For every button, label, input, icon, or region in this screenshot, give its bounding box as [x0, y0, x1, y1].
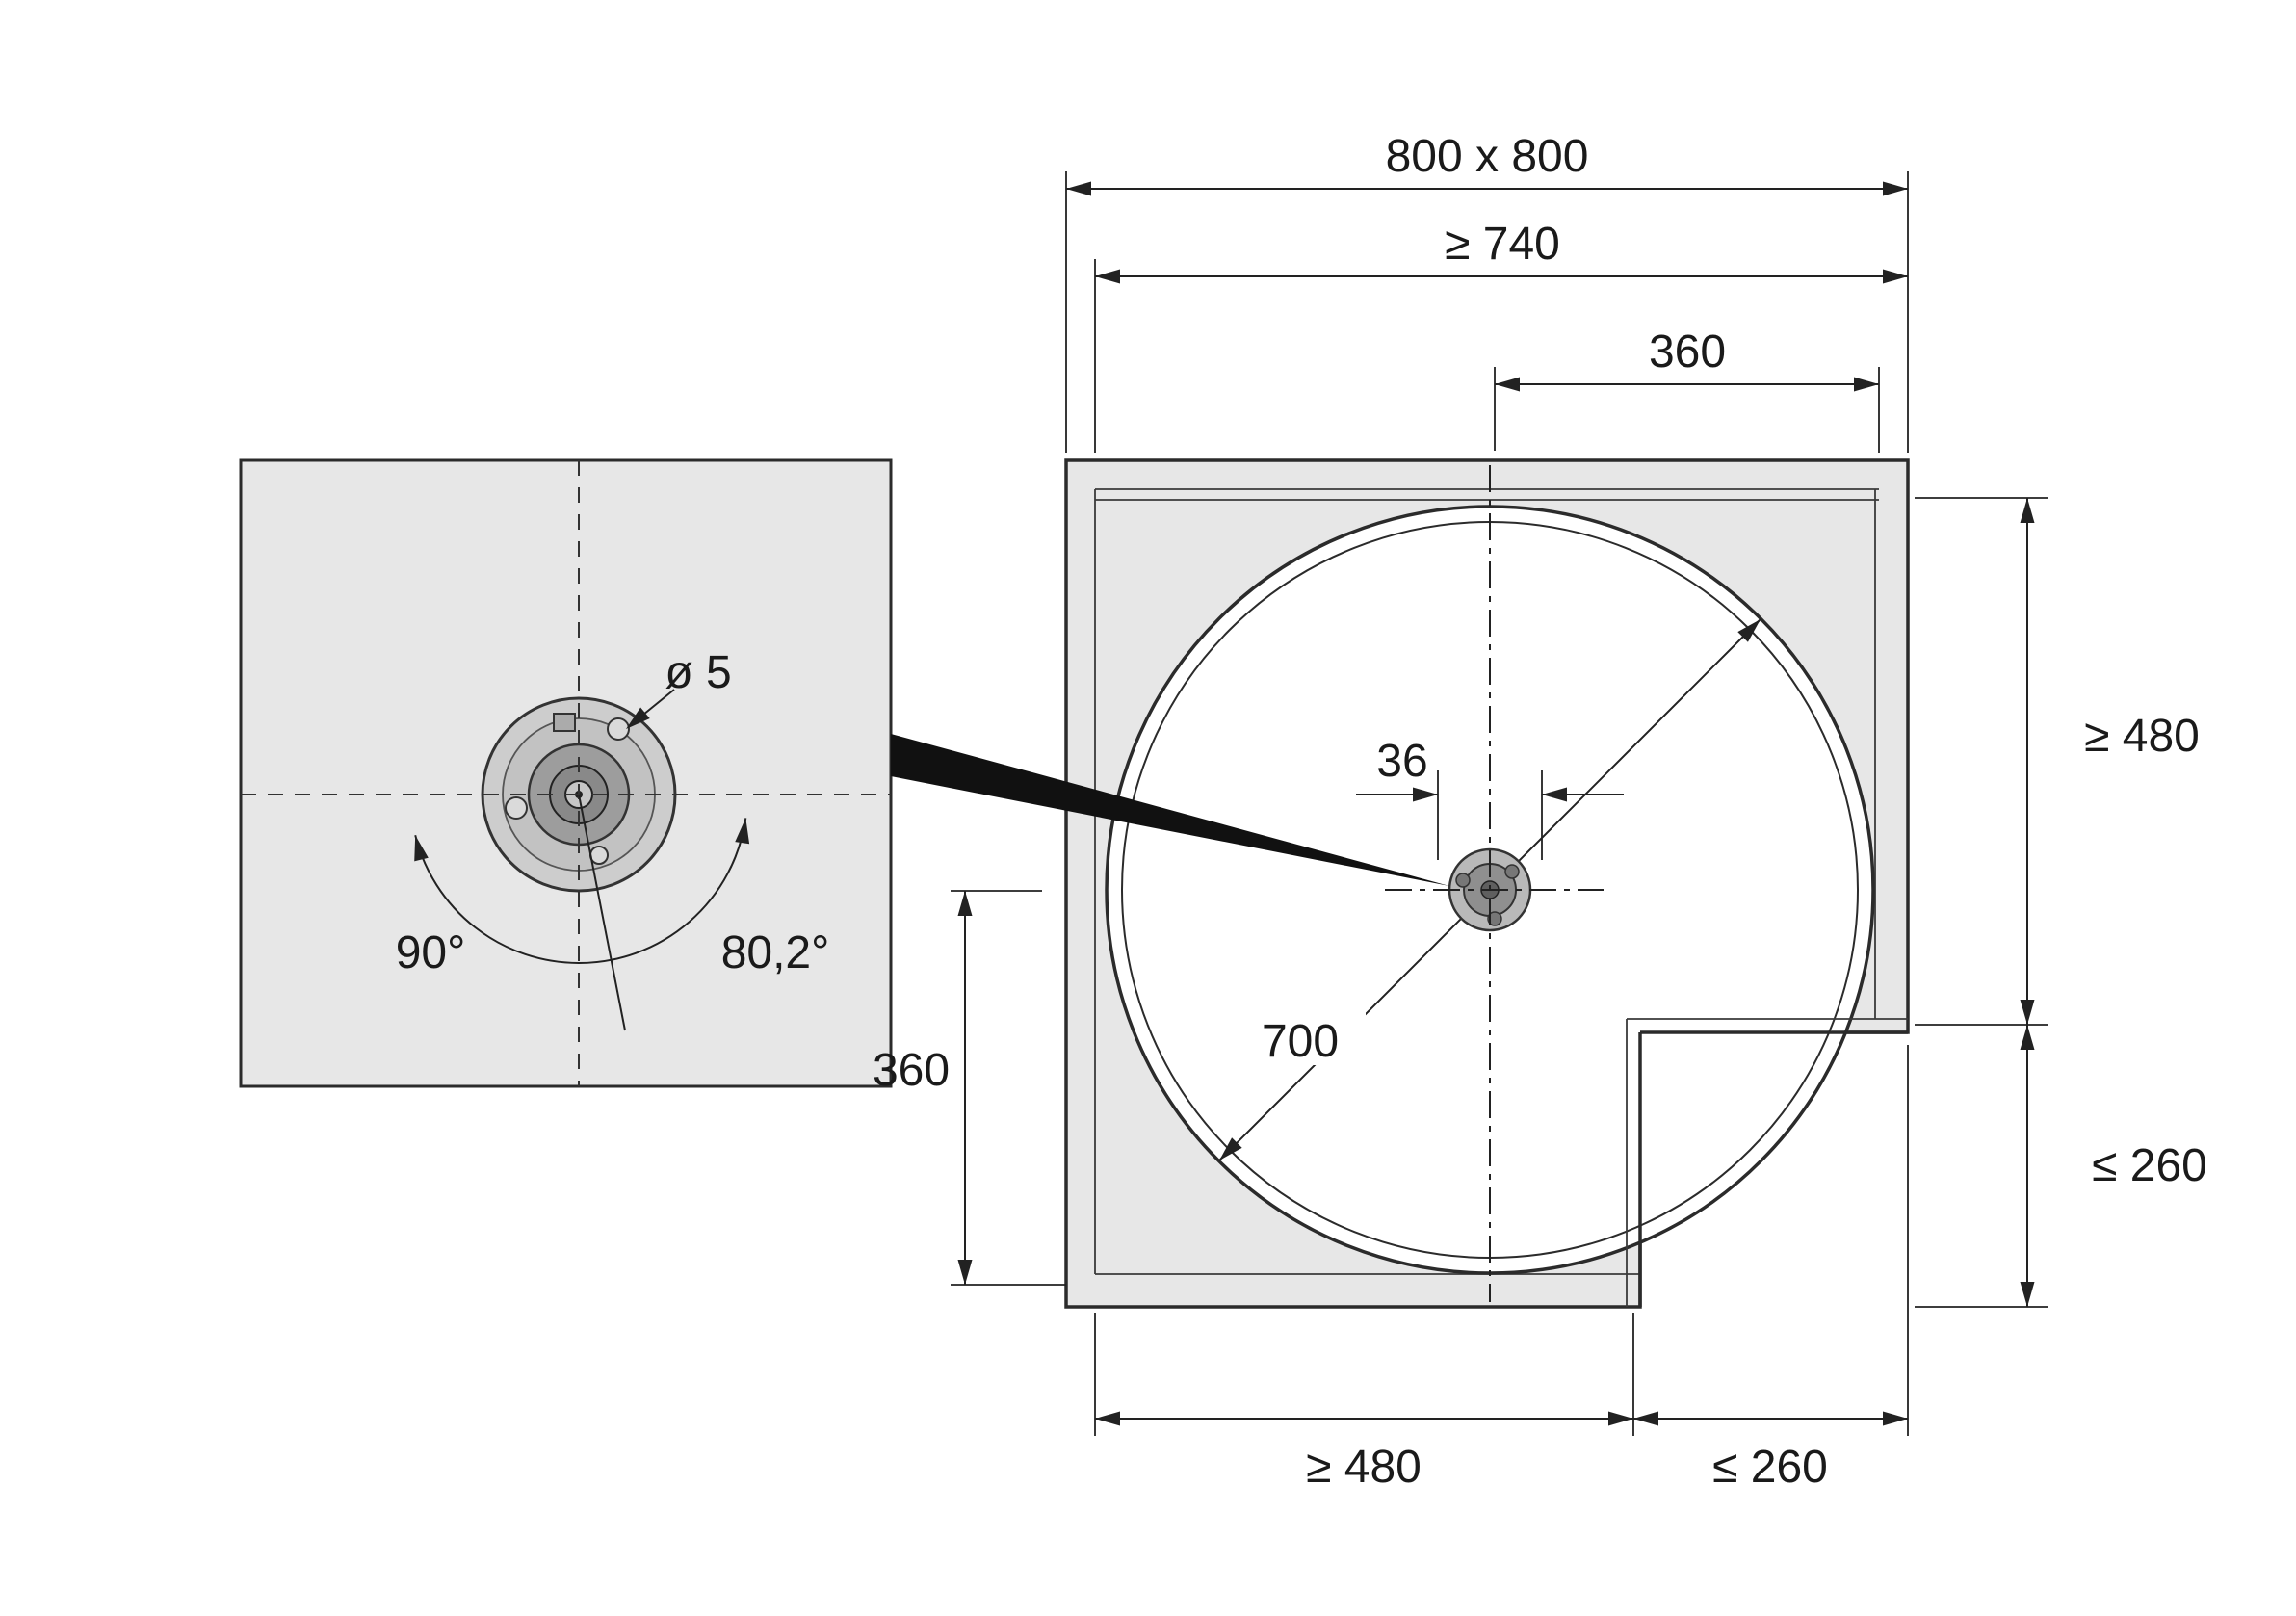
min-inner-width-label: ≥ 740	[1445, 219, 1560, 270]
dim-diameter-700: 700	[1262, 1016, 1339, 1067]
hub-tab	[553, 713, 576, 732]
hub-detail-panel: ø 5 90° 80,2°	[239, 458, 893, 1088]
angle-arc	[414, 818, 747, 965]
diameter-label-mask	[1235, 1007, 1366, 1065]
tray-diameter-label: 700	[1262, 1016, 1339, 1067]
overall-size-label: 800 x 800	[1386, 131, 1589, 182]
detail-callout-wedge	[891, 734, 1449, 886]
dim-right-480: ≥ 480	[1915, 497, 2200, 1026]
hub-plan-screw-2	[1455, 873, 1471, 888]
dim-hub-36: 36	[1356, 736, 1624, 860]
mounting-hole-bottom	[589, 846, 609, 865]
hub-plan-screw-1	[1487, 911, 1502, 926]
angle-80-label: 80,2°	[721, 927, 830, 978]
mounting-hole-left	[505, 796, 528, 820]
dim-min-740: ≥ 740	[1094, 219, 1908, 453]
dim-bottom-260: ≤ 260	[1633, 1045, 1909, 1493]
left-offset-label: 360	[873, 1045, 950, 1096]
right-depth-label: ≥ 480	[2084, 711, 2200, 762]
hub-plan-screw-3	[1504, 864, 1520, 879]
dim-right-260: ≤ 260	[1915, 1025, 2207, 1308]
corner-cabinet-plan	[891, 458, 1910, 1309]
right-door-label: ≤ 260	[2092, 1140, 2207, 1191]
dim-bottom-480: ≥ 480	[1094, 1313, 1634, 1493]
hole-diameter-label: ø 5	[665, 647, 731, 698]
angle-90-label: 90°	[396, 927, 466, 978]
dim-left-360: 360	[873, 890, 1066, 1286]
top-offset-label: 360	[1649, 326, 1726, 378]
dim-top-360: 360	[1494, 326, 1880, 453]
hub-width-label: 36	[1376, 736, 1427, 787]
dim-overall-800: 800 x 800	[1065, 131, 1909, 453]
mounting-hole-top	[607, 717, 630, 741]
bottom-depth-label: ≥ 480	[1306, 1442, 1422, 1493]
bottom-door-label: ≤ 260	[1712, 1442, 1828, 1493]
angle-reference-line	[578, 794, 626, 1031]
